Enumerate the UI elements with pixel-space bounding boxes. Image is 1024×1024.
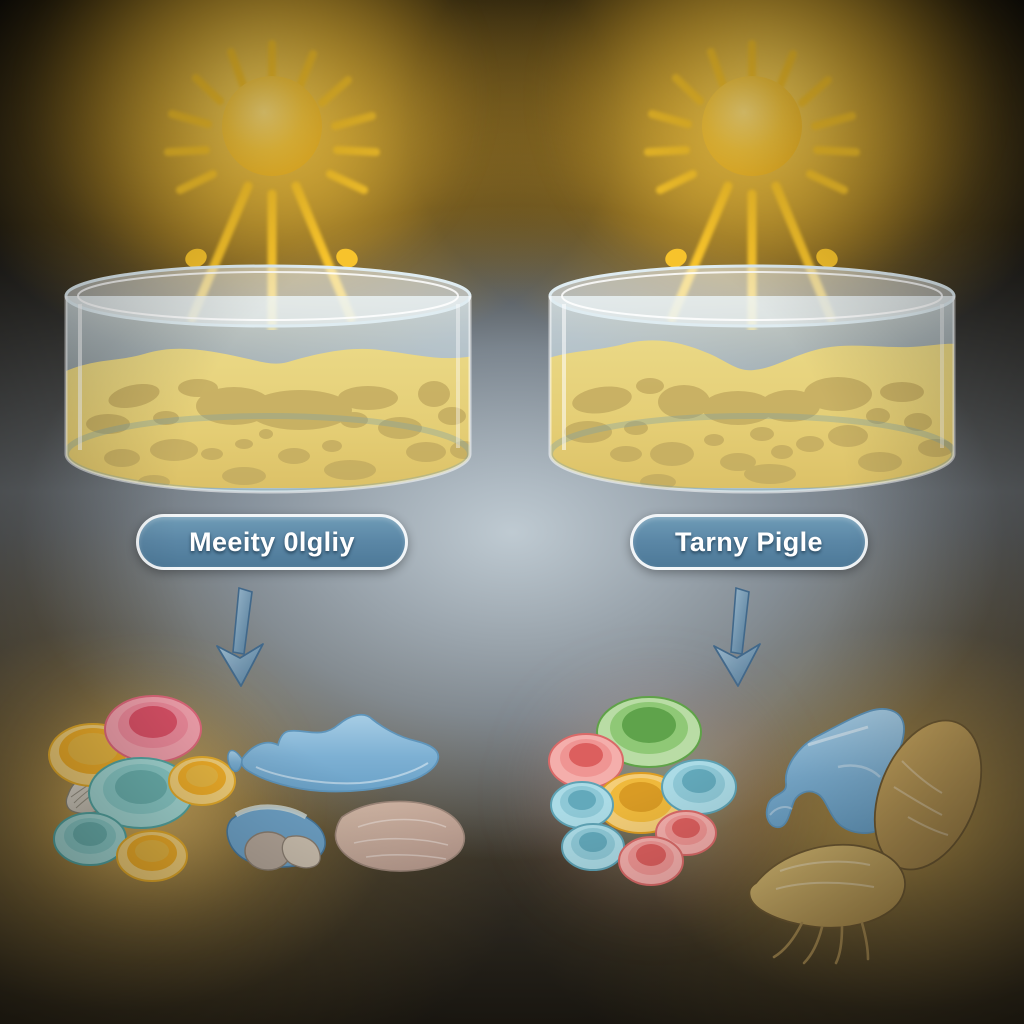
panel-label-right[interactable]: Tarny Pigle (630, 514, 868, 570)
flagella (772, 921, 870, 965)
colony-group-right (548, 696, 737, 886)
dish-rim (64, 264, 472, 328)
colony-teal-small-b (561, 823, 625, 871)
blue-organism-large (227, 713, 440, 793)
sun-group-right (512, 0, 1024, 330)
sun-group-left (0, 0, 512, 330)
colony-red-small-a (618, 836, 684, 886)
organism-group-right (548, 696, 983, 965)
panel-label-left-text: Meeity 0lgliy (189, 526, 355, 557)
colony-pink-large (104, 695, 202, 763)
colony-teal-small-a (550, 781, 614, 829)
blue-shell-organism (226, 804, 326, 871)
dish-rim (548, 264, 956, 328)
sun-body (222, 76, 322, 176)
organism-group-left (48, 695, 465, 882)
brown-blob-organism (334, 800, 465, 872)
sun-body (702, 76, 802, 176)
panel-label-left[interactable]: Meeity 0lgliy (136, 514, 408, 570)
colony-teal-small (53, 812, 127, 866)
petri-dish-icon (64, 264, 472, 494)
colony-teal-mid (661, 759, 737, 815)
colony-yellow-small (116, 830, 188, 882)
brown-flagellate-organism (748, 843, 906, 965)
colony-yellow-mid (168, 756, 236, 806)
panel-label-right-text: Tarny Pigle (675, 526, 823, 557)
petri-dish-icon (548, 264, 956, 494)
